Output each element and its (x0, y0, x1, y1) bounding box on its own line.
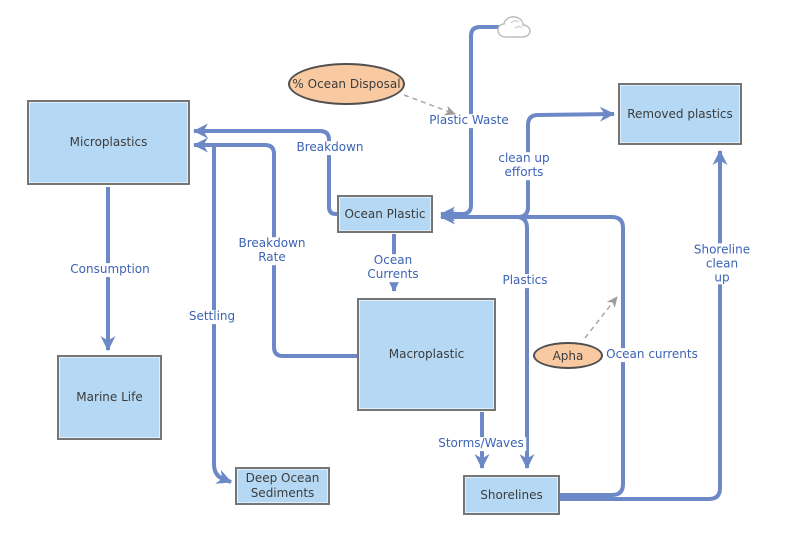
flow-label-consumption[interactable]: Consumption (68, 262, 152, 277)
stock-microplastics[interactable]: Microplastics (27, 100, 190, 185)
variable-ocean-disposal[interactable]: % Ocean Disposal (288, 63, 405, 105)
flow-label-ocean-currents-down[interactable]: Ocean Currents (365, 253, 421, 282)
flow-settling[interactable] (212, 147, 232, 484)
flow-label-plastic-waste[interactable]: Plastic Waste (427, 113, 511, 128)
stock-deep-ocean-sediments[interactable]: Deep Ocean Sediments (235, 467, 330, 505)
flow-label-breakdown-rate[interactable]: Breakdown Rate (236, 236, 308, 265)
flow-label-ocean-currents-return[interactable]: Ocean currents (604, 347, 700, 362)
stock-marine-life[interactable]: Marine Life (57, 355, 162, 440)
flow-label-shoreline-cleanup[interactable]: Shoreline clean up (683, 242, 761, 285)
flow-breakdown[interactable] (193, 123, 338, 216)
flow-plastics[interactable] (517, 215, 535, 469)
flow-label-storms-waves[interactable]: Storms/Waves (436, 436, 526, 451)
flow-label-settling[interactable]: Settling (186, 309, 238, 324)
stock-shorelines[interactable]: Shorelines (463, 475, 560, 515)
flow-label-breakdown[interactable]: Breakdown (294, 140, 366, 155)
variable-apha[interactable]: Apha (533, 342, 603, 369)
cloud-icon (497, 16, 531, 38)
flow-label-cleanup-efforts[interactable]: clean up efforts (496, 151, 552, 180)
stock-removed-plastics[interactable]: Removed plastics (618, 83, 742, 145)
flow-cleanup-efforts[interactable] (517, 106, 615, 219)
stock-macroplastic[interactable]: Macroplastic (357, 298, 496, 411)
flow-label-plastics[interactable]: Plastics (500, 273, 550, 288)
flow-shoreline-cleanup[interactable] (560, 150, 728, 501)
stock-ocean-plastic[interactable]: Ocean Plastic (337, 195, 433, 233)
